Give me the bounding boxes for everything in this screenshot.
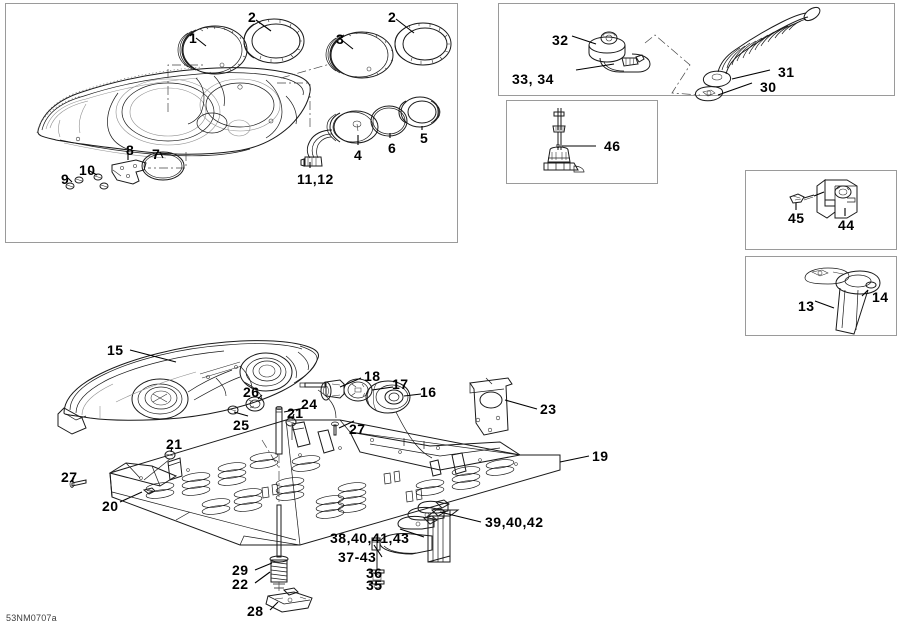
callout-5: 5 [420, 130, 429, 146]
callout-19: 19 [592, 448, 609, 464]
callout-15: 15 [107, 342, 124, 358]
callout-7: 7 [152, 146, 161, 162]
callout-27a: 27 [349, 421, 366, 437]
tether-switch-panel [498, 3, 895, 96]
callout-10: 10 [79, 162, 96, 178]
callout-14: 14 [872, 289, 889, 305]
drawing-code: 53NM0707a [6, 613, 57, 623]
callout-20: 20 [102, 498, 119, 514]
handle-grip-panel [745, 256, 897, 336]
callout-13: 13 [798, 298, 815, 314]
part-16-bearing [365, 380, 411, 414]
part-9-10-fasteners [65, 173, 109, 190]
callout-2b: 2 [388, 9, 397, 25]
callout-22: 22 [232, 576, 249, 592]
part-2b-bezel-ring [394, 22, 452, 66]
console-gauge-assembly-panel [5, 3, 458, 243]
callout-30: 30 [760, 79, 777, 95]
callout-4: 4 [354, 147, 363, 163]
console-leader-lines [67, 18, 423, 183]
callout-36: 36 [366, 565, 383, 581]
callout-21b: 21 [166, 436, 183, 452]
callout-16: 16 [420, 384, 437, 400]
callout-38-40-41-43: 38,40,41,43 [330, 530, 410, 546]
part-13-handle-grip [804, 267, 881, 335]
callout-3: 3 [336, 31, 345, 47]
part-11-12-harness-connector [300, 129, 333, 167]
part-24-post [275, 406, 283, 455]
callout-46: 46 [604, 138, 621, 154]
part-44-bracket [816, 179, 858, 219]
callout-39-40-42: 39,40,42 [485, 514, 544, 530]
callout-17: 17 [392, 376, 409, 392]
part-45-clip [789, 191, 846, 216]
callout-35: 35 [366, 577, 383, 593]
part-25-fastener [227, 405, 239, 415]
part-30-31-tether-cord [571, 6, 821, 102]
callout-29: 29 [232, 562, 249, 578]
parts-35-43-linkage-group [369, 499, 460, 589]
part-2a-bezel-ring [243, 18, 305, 64]
callout-37-43: 37-43 [338, 549, 377, 565]
callout-31: 31 [778, 64, 795, 80]
console-main-body [36, 66, 311, 159]
callout-2a: 2 [248, 9, 257, 25]
part-4-gauge [326, 110, 379, 144]
callout-1: 1 [189, 30, 198, 46]
part-23-bracket [469, 377, 513, 436]
part-29-22-28-post-assembly [265, 504, 313, 613]
callout-23: 23 [540, 401, 557, 417]
callout-18: 18 [364, 368, 381, 384]
part-26-grommet [245, 396, 265, 412]
part-15-console-shell [57, 340, 319, 435]
callout-9: 9 [61, 171, 70, 187]
callout-44: 44 [838, 217, 855, 233]
callout-24: 24 [301, 396, 318, 412]
callout-26: 26 [243, 384, 260, 400]
bracket-clip-panel [745, 170, 897, 250]
callout-8: 8 [126, 142, 135, 158]
callout-11-12: 11,12 [297, 171, 334, 187]
callout-32: 32 [552, 32, 569, 48]
dipstick-panel [506, 100, 658, 184]
callout-28: 28 [247, 603, 264, 619]
callout-33-34: 33, 34 [512, 71, 554, 87]
callout-25: 25 [233, 417, 250, 433]
part-5-bezel [398, 96, 441, 128]
callout-21a: 21 [287, 405, 304, 421]
part-7-ring [141, 151, 185, 181]
part-46-dipstick [543, 108, 596, 173]
lower-leader-lines [69, 349, 590, 611]
callout-6: 6 [388, 140, 397, 156]
callout-45: 45 [788, 210, 805, 226]
part-8-bracket-plate [111, 159, 147, 185]
part-32-33-34-switch [588, 31, 651, 73]
part-3-gauge [325, 31, 394, 79]
callout-27b: 27 [61, 469, 78, 485]
part-19-floor-panel [108, 419, 561, 546]
